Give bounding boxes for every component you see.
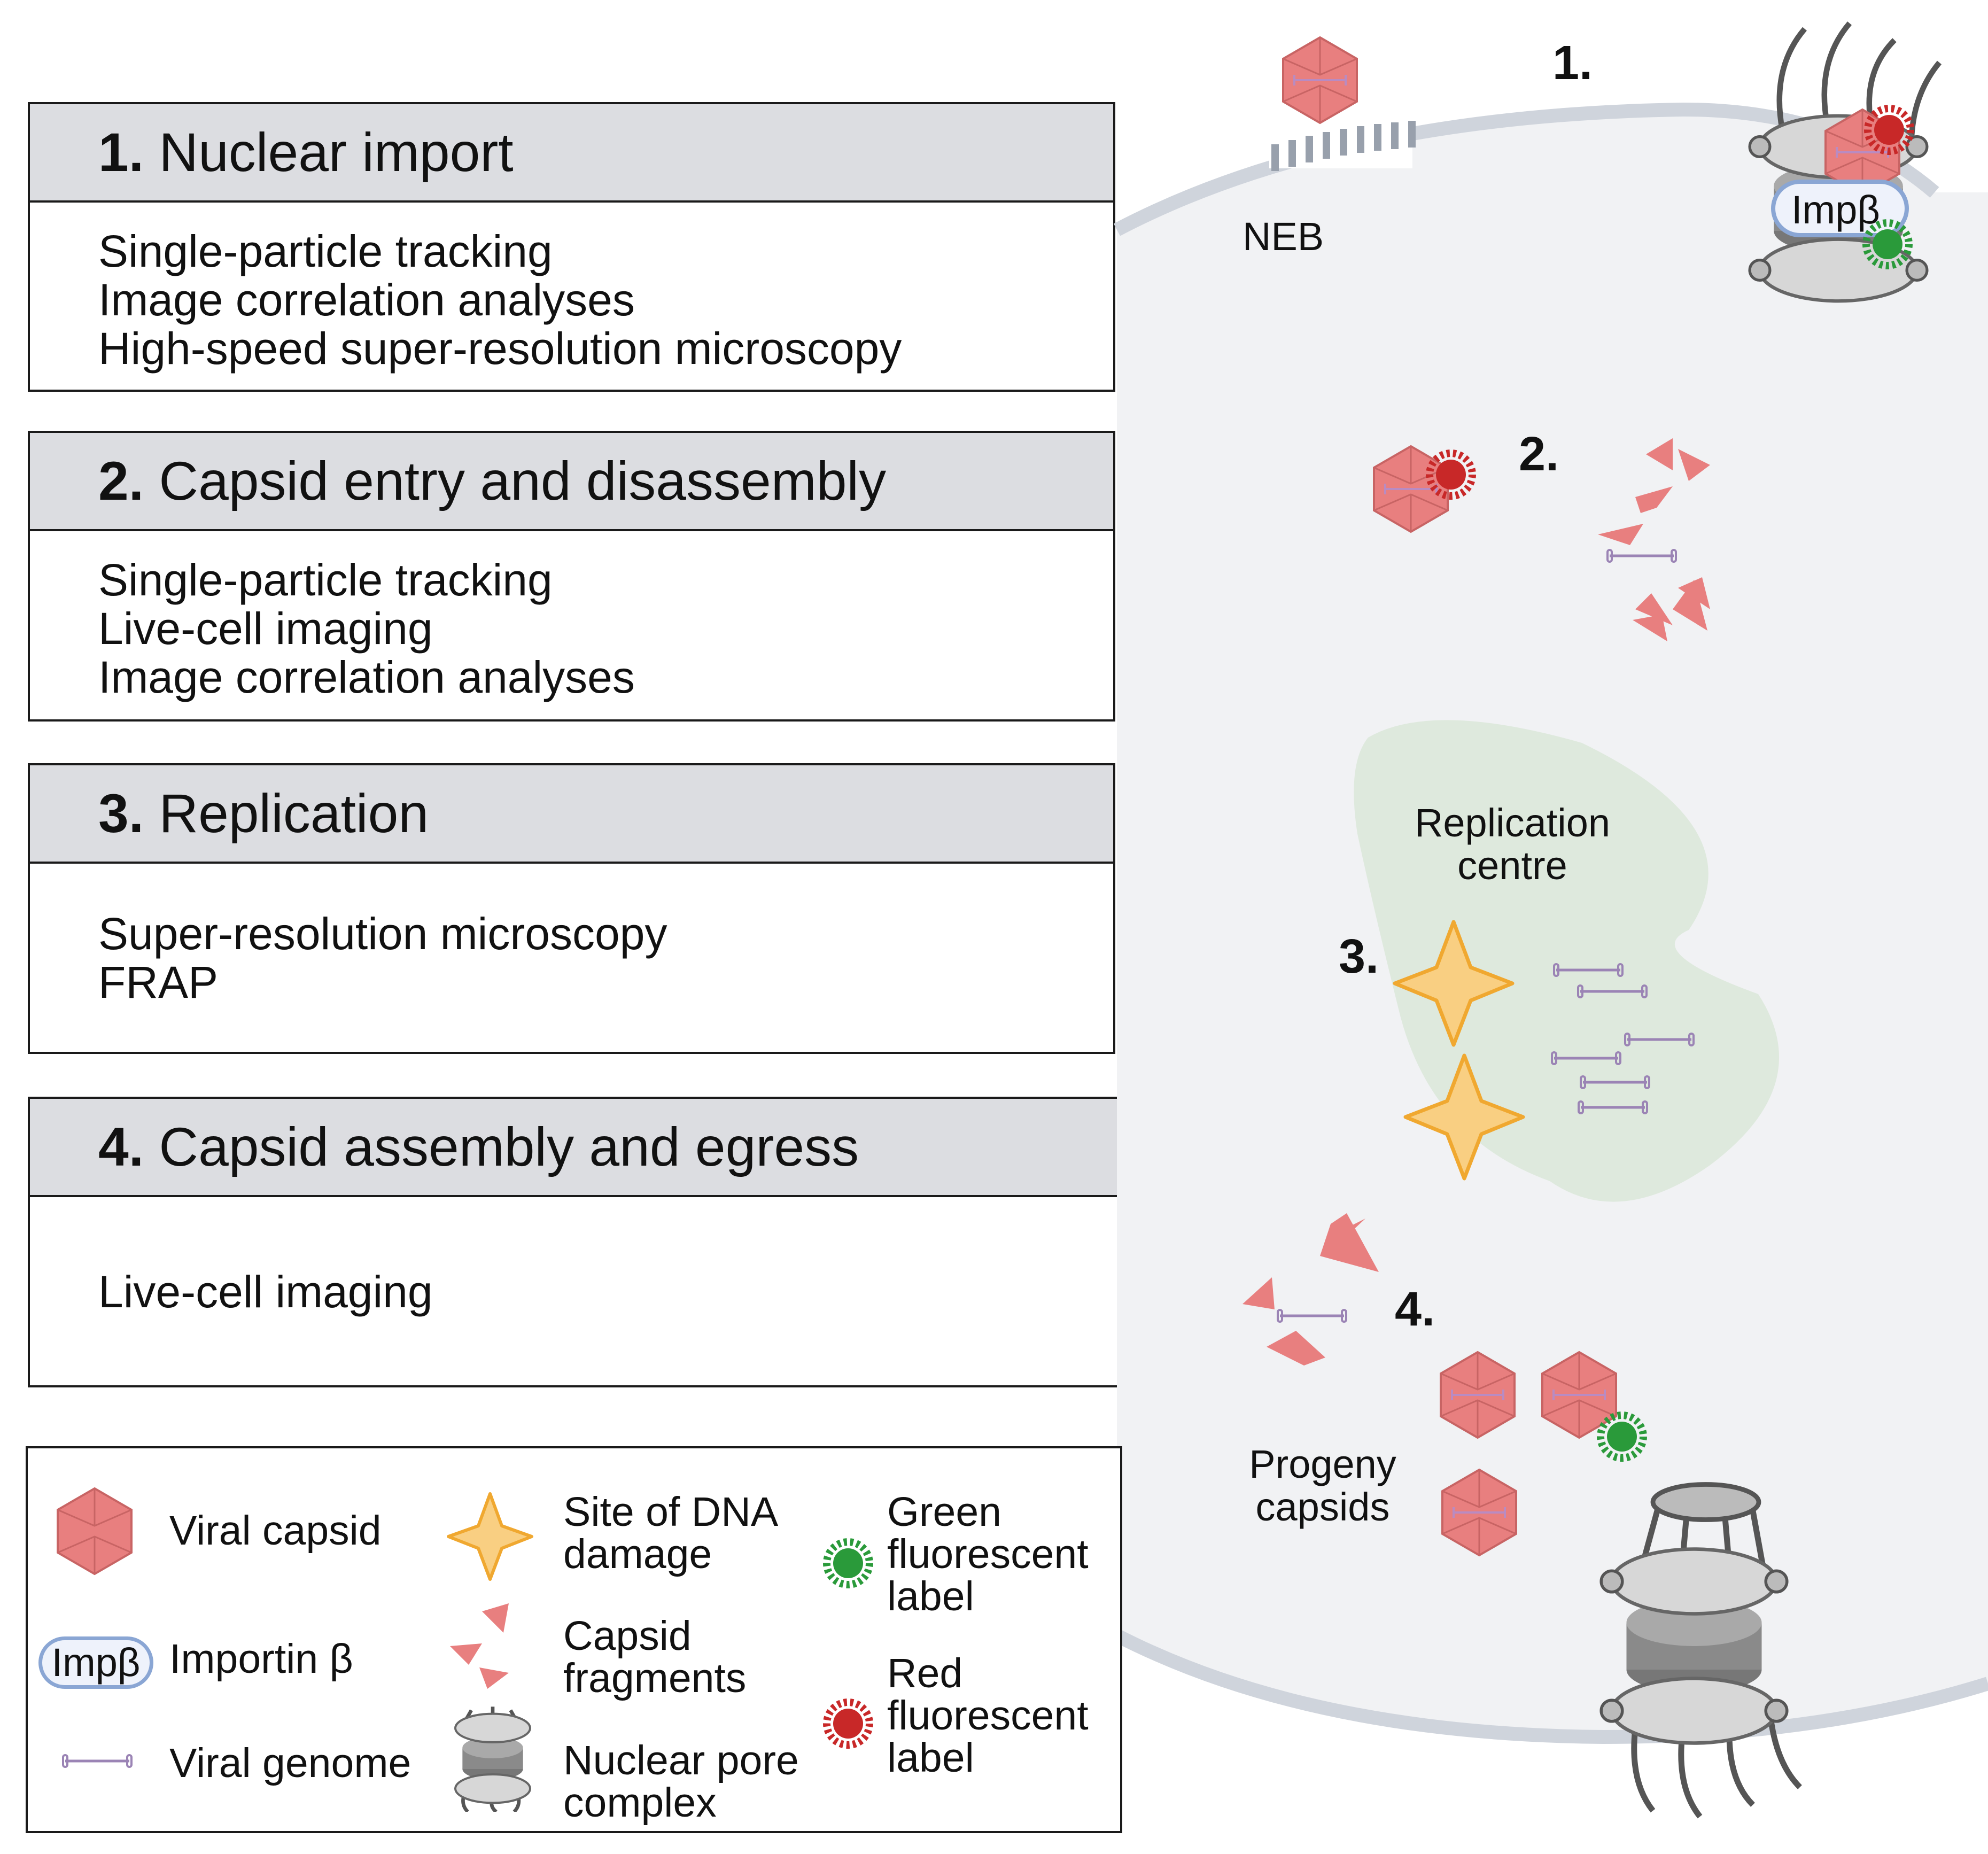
viral-genome-icon (62, 1754, 133, 1768)
legend-viral-genome: Viral genome (169, 1740, 411, 1786)
progeny-capsids-label: Progeny capsids (1234, 1443, 1411, 1529)
label-line: Green (887, 1489, 1002, 1535)
label-line: label (887, 1735, 974, 1781)
label-line: fragments (563, 1655, 747, 1701)
step-number: 1. (1552, 36, 1593, 90)
panel-methods: Super-resolution microscopy FRAP (98, 910, 667, 1007)
label-line: centre (1457, 843, 1567, 888)
step-number: 4. (1395, 1283, 1435, 1336)
label-line: Progeny (1249, 1442, 1396, 1486)
neb-label: NEB (1242, 214, 1324, 259)
panel-capsid-entry: 2. Capsid entry and disassembly Single-p… (28, 431, 1115, 722)
step-number: 2. (1519, 428, 1559, 481)
panel-title: 3. Replication (98, 783, 429, 844)
capsid-fragments-icon (1598, 438, 1710, 641)
method-item: Live-cell imaging (98, 1267, 433, 1317)
step-number: 3. (1339, 930, 1379, 983)
red-label-icon (823, 1698, 873, 1749)
panel-nuclear-import: 1. Nuclear import Single-particle tracki… (28, 102, 1115, 392)
viral-capsid-icon (57, 1487, 133, 1576)
label-line: capsids (1255, 1485, 1390, 1529)
method-item: Image correlation analyses (98, 652, 635, 702)
legend-importin: Importin β (169, 1636, 353, 1682)
method-item: Single-particle tracking (98, 555, 553, 605)
neb-break (1269, 121, 1416, 171)
legend-dna-damage: Site of DNA damage (563, 1491, 778, 1576)
panel-methods: Single-particle tracking Image correlati… (98, 227, 902, 373)
panel-title: 4. Capsid assembly and egress (98, 1116, 859, 1177)
label-line: Replication (1414, 801, 1611, 845)
legend-capsid-fragments: Capsid fragments (563, 1615, 746, 1700)
legend-green-label: Green fluorescent label (887, 1491, 1089, 1618)
method-item: High-speed super-resolution microscopy (98, 323, 902, 374)
importin-label: Impβ (1791, 188, 1880, 232)
label-line: Red (887, 1650, 963, 1696)
capsid-fragments-icon (1242, 1213, 1379, 1366)
panel-methods: Live-cell imaging (98, 1268, 433, 1316)
label-line: damage (563, 1531, 712, 1577)
nuclear-pore-complex-icon (454, 1706, 531, 1812)
panel-header: 2. Capsid entry and disassembly (30, 433, 1113, 531)
method-item: Live-cell imaging (98, 603, 433, 654)
label-line: Capsid (563, 1613, 692, 1659)
dna-damage-site-icon (447, 1492, 533, 1581)
importin-icon: Impβ (38, 1636, 153, 1689)
capsid-fragments-icon (450, 1603, 509, 1689)
method-item: Single-particle tracking (98, 226, 553, 276)
legend: Viral capsid Impβ Importin β Viral genom… (26, 1446, 1122, 1833)
legend-red-label: Red fluorescent label (887, 1653, 1089, 1779)
panel-methods: Single-particle tracking Live-cell imagi… (98, 556, 635, 702)
capsid-icon (1282, 36, 1358, 124)
panel-header: 4. Capsid assembly and egress (30, 1099, 1119, 1197)
replication-centre-label: Replication centre (1400, 802, 1625, 887)
label-line: Nuclear pore (563, 1737, 799, 1783)
panel-capsid-assembly: 4. Capsid assembly and egress Live-cell … (28, 1097, 1121, 1387)
nuclear-pore-complex-icon (1601, 1482, 1802, 1819)
panel-header: 3. Replication (30, 765, 1113, 864)
panel-replication: 3. Replication Super-resolution microsco… (28, 763, 1115, 1054)
method-item: FRAP (98, 957, 219, 1007)
nuclear-pore-complex-icon (1750, 21, 1942, 301)
label-line: complex (563, 1780, 717, 1826)
nuclear-envelope-bottom (1114, 1629, 1988, 1744)
legend-viral-capsid: Viral capsid (169, 1508, 382, 1554)
label-line: fluorescent (887, 1531, 1089, 1577)
label-line: Site of DNA (563, 1489, 779, 1535)
label-line: fluorescent (887, 1693, 1089, 1739)
label-line: label (887, 1573, 974, 1619)
method-item: Super-resolution microscopy (98, 909, 667, 959)
panel-header: 1. Nuclear import (30, 104, 1113, 203)
panel-title: 1. Nuclear import (98, 122, 514, 183)
method-item: Image correlation analyses (98, 275, 635, 325)
legend-nuclear-pore: Nuclear pore complex (563, 1740, 799, 1824)
green-label-icon (823, 1538, 873, 1588)
panel-title: 2. Capsid entry and disassembly (98, 451, 887, 511)
importin-icon (1771, 180, 1909, 237)
